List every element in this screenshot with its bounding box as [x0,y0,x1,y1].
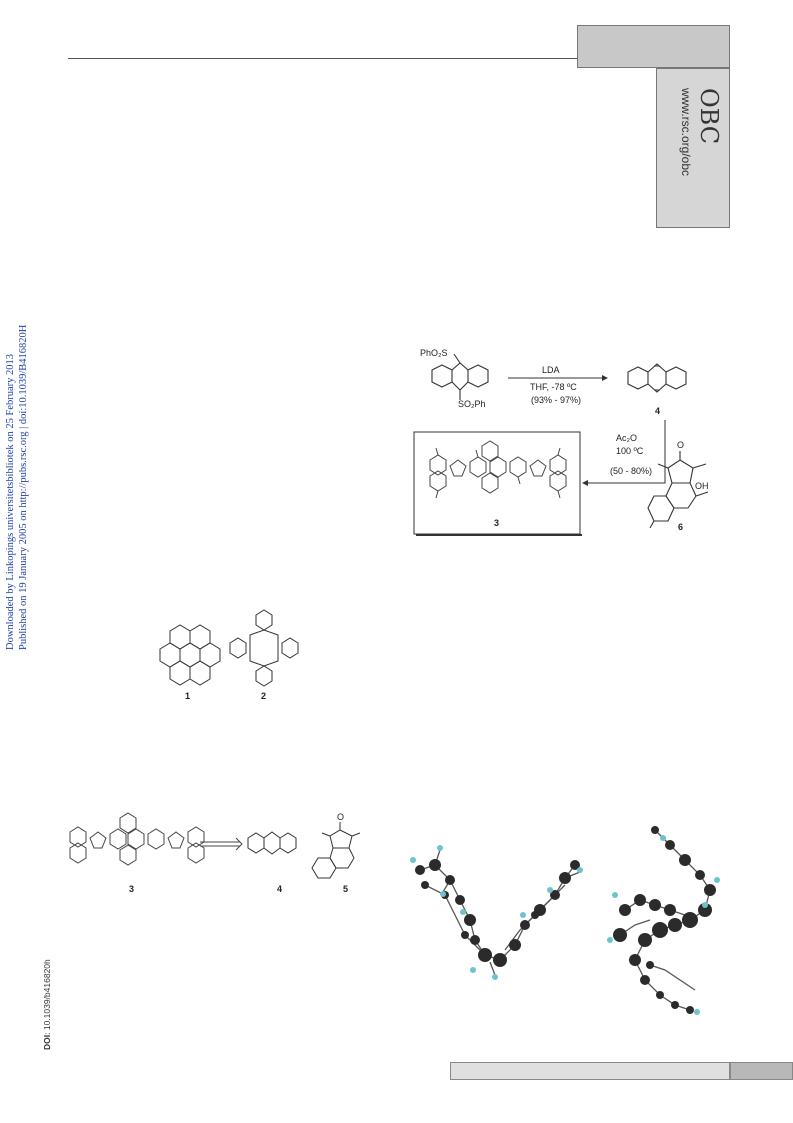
retrosynthesis-figure: O 3 4 5 [69,812,361,894]
footer-bar [450,1062,730,1080]
figure1-label-b: 2 [261,691,266,701]
model-right-atoms [613,826,716,1014]
arrow2-line2: 100 ºC [616,446,644,456]
doi-label: DOI [42,1034,52,1050]
crystal-structure-figure [410,826,720,1015]
reagent-6-structure [647,451,709,529]
model-left-atoms [415,859,580,967]
figure2-label-c: 5 [343,884,348,894]
download-note-line2[interactable]: Published on 19 January 2005 on http://p… [18,324,29,650]
structure-1 [159,624,221,686]
reaction-arrow-2 [588,420,666,484]
doi-value: : 10.1039/b416820h [42,959,52,1035]
structure-3-retro [69,812,205,866]
reaction-arrow-1-head [602,375,608,381]
reagent-bottom-left: SO₂Ph [458,399,486,409]
reagent-label: 6 [678,522,683,532]
reagent-oxygen: O [677,440,684,450]
reaction-arrow-2-head [582,480,588,486]
journal-tab-text: OBC www.rsc.org/obc [663,88,723,208]
target-label: 3 [494,518,499,528]
arrow1-line2: THF, -78 ºC [530,382,577,392]
reagent-hydroxyl: OH [695,481,709,491]
target-box [413,431,581,535]
journal-url[interactable]: www.rsc.org/obc [679,88,693,177]
download-note: Downloaded by Linkopings universitetsbib… [4,320,44,650]
journal-abbrev: OBC [695,88,723,145]
download-note-line1[interactable]: Downloaded by Linkopings universitetsbib… [5,353,16,650]
synthesis-scheme: PhO₂S SO₂Ph LDA THF, -78 ºC (93% - 97%) … [413,348,709,536]
arrow2-line3: (50 - 80%) [610,466,652,476]
model-left-hydrogens [410,845,583,980]
structure-4-retro [247,831,297,855]
header-rule [68,58,577,59]
footer-page-box [730,1062,793,1080]
arrow1-line1: LDA [542,365,560,375]
arrow1-line3: (93% - 97%) [531,395,581,405]
retro-arrow-head [235,837,243,851]
figure1-label-a: 1 [185,691,190,701]
product-label: 4 [655,406,660,416]
header-box [577,25,730,68]
journal-tab [656,68,730,228]
figure-structures-1-2: 1 2 [159,609,299,701]
arrow2-line1: Ac₂O [616,433,637,443]
doi-note: DOI: 10.1039/b416820h [42,959,56,1050]
structure-2 [229,609,299,687]
figure2-label-a: 3 [129,884,134,894]
figure2-oxygen: O [337,812,344,822]
structure-5-retro [311,822,361,879]
target-3-structure [429,440,567,499]
reagent-top-left: PhO₂S [420,348,448,358]
model-right-hydrogens [607,835,720,1015]
product-4-structure [627,363,687,393]
figure2-label-b: 4 [277,884,282,894]
starting-material-structure [431,353,489,400]
